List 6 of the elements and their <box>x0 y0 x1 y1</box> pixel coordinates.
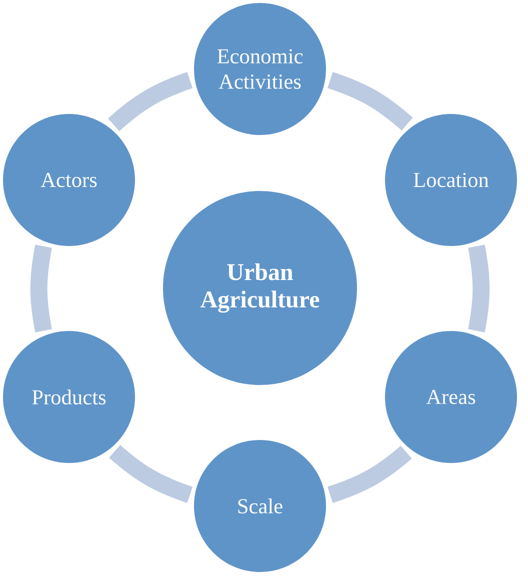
connector-arc <box>468 244 490 332</box>
connector-arc <box>327 446 412 503</box>
connector-arc <box>108 72 193 132</box>
connector-arc <box>30 244 52 332</box>
connector-arc <box>327 72 413 130</box>
connector-arc <box>109 444 193 503</box>
